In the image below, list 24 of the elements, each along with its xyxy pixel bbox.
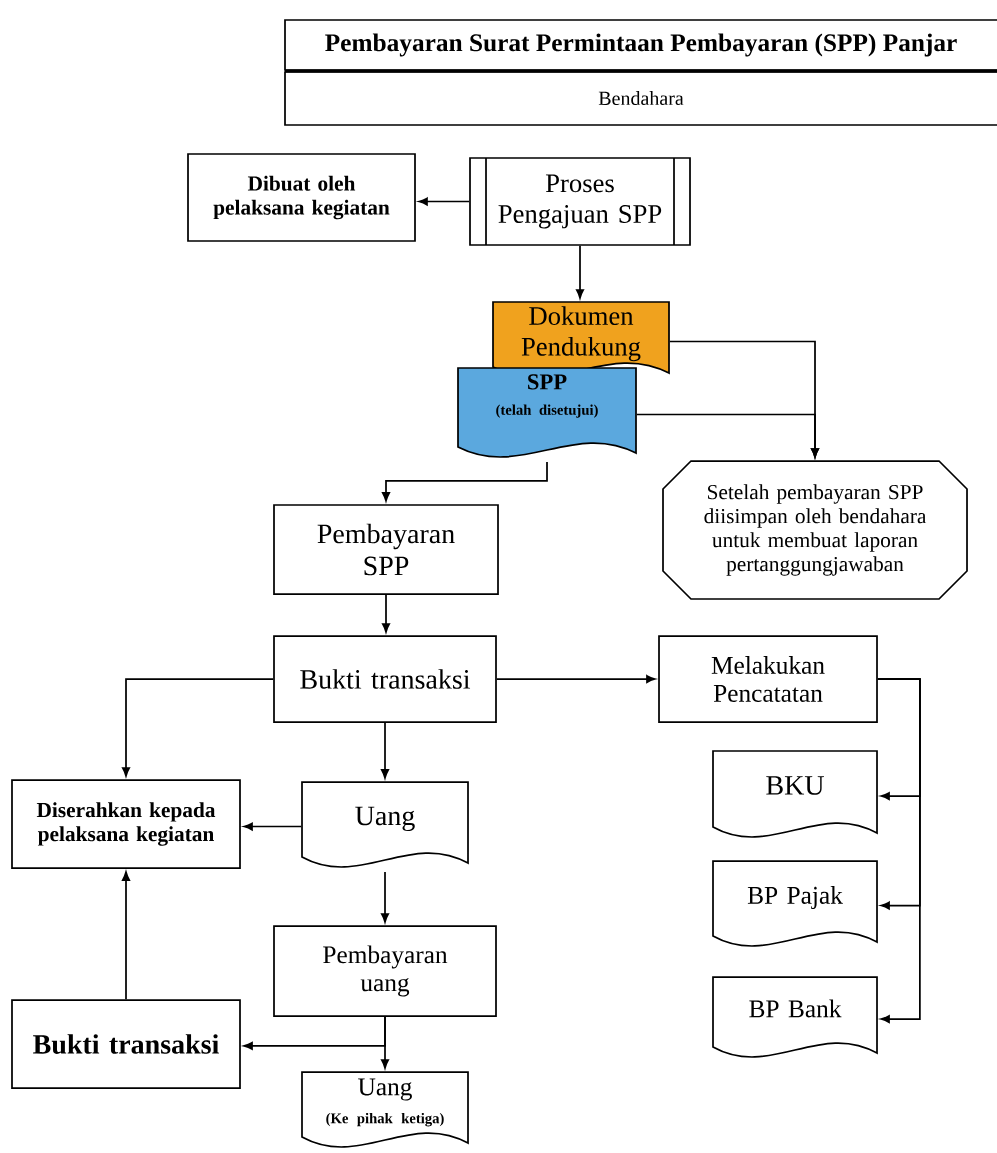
process-box: Pembayaran uang [273,925,497,1017]
octagon-box: Setelah pembayaran SPP diisimpan oleh bendahara untuk membuat laporan pertanggungjawaban [662,460,968,600]
arrow [576,244,584,299]
arrow [243,1016,386,1050]
arrow [381,722,389,779]
arrow [382,461,548,502]
arrow [636,413,819,458]
process-box: Bukti transaksi [273,635,497,723]
process-box: Diserahkan kepada pelaksana kegiatan [11,779,241,869]
arrow [381,871,389,923]
process-box: Dibuat oleh pelaksana kegiatan [187,153,416,242]
arrow [877,678,921,1023]
title: Pembayaran Surat Permintaan Pembayaran (SPP) Panjar [325,33,957,57]
lane-header: Bendahara [284,71,997,126]
arrow [382,594,390,633]
process-box: Bukti transaksi [11,999,241,1089]
arrow [122,678,274,777]
arrow [243,822,302,831]
predefined-process-box: Proses Pengajuan SPP [469,157,691,246]
process-box: Melakukan Pencatatan [658,635,878,723]
arrow [418,197,470,206]
arrow [496,675,656,683]
process-box: Pembayaran SPP [273,504,499,595]
arrow [122,871,130,1000]
